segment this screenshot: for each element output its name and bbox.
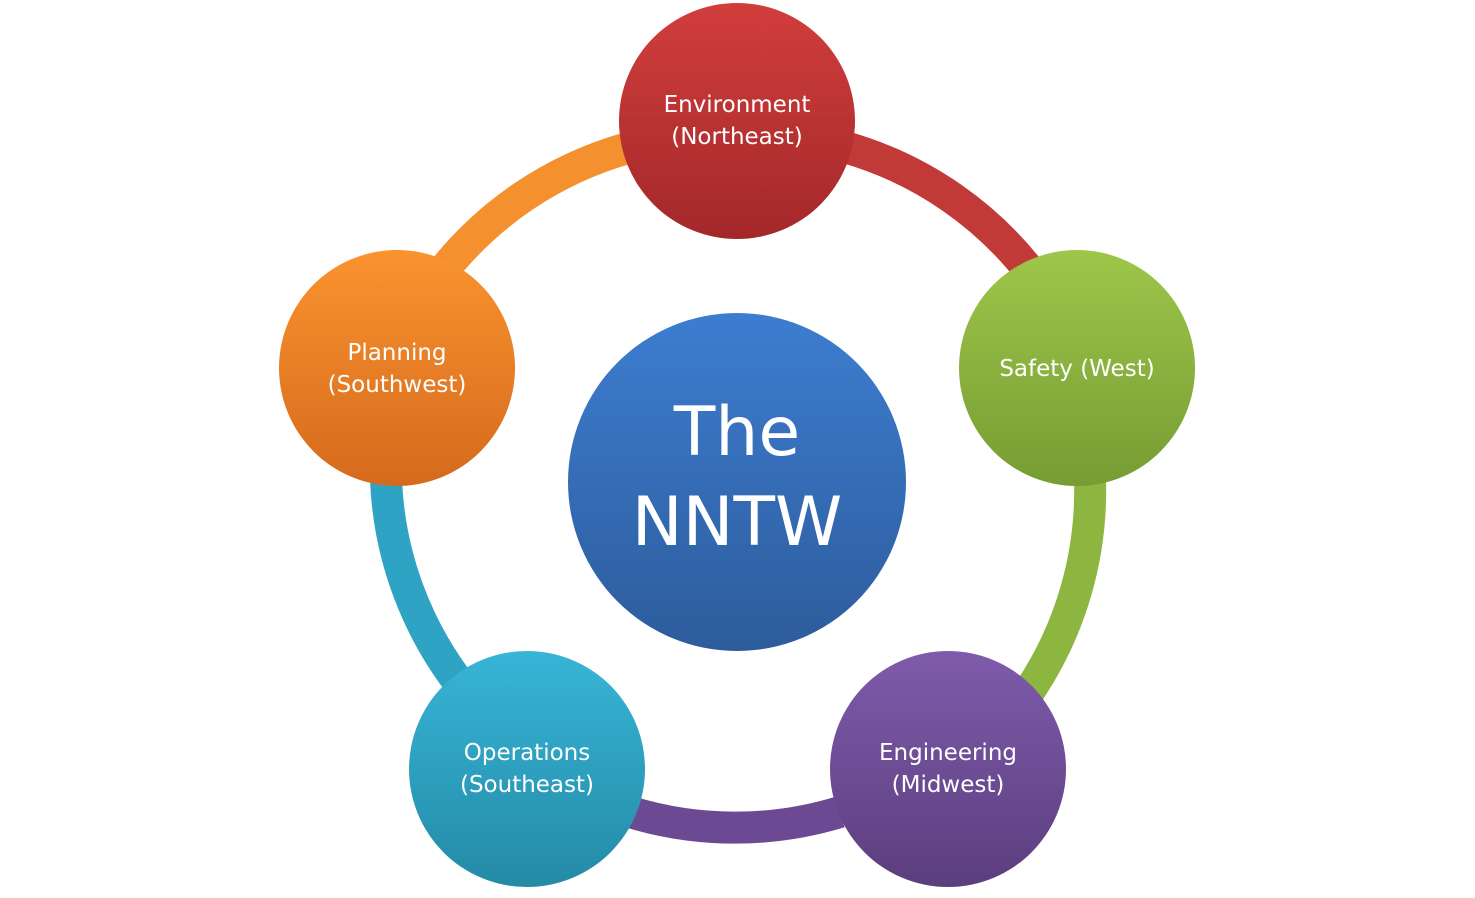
node-safety-circle xyxy=(959,250,1195,486)
center-circle xyxy=(568,313,906,651)
node-safety-label-line1: Safety (West) xyxy=(999,356,1154,382)
arc-engineering-operations xyxy=(625,796,845,844)
node-engineering-label-line1: Engineering xyxy=(879,740,1017,766)
node-planning-circle xyxy=(279,250,515,486)
node-planning-label-line2: (Southwest) xyxy=(328,372,467,398)
ring xyxy=(370,132,1107,844)
arc-operations-planning xyxy=(370,479,476,698)
arc-environment-safety xyxy=(843,132,1048,288)
center-node: The NNTW xyxy=(568,313,906,651)
center-title-line1: The xyxy=(673,393,800,472)
node-engineering-circle xyxy=(830,651,1066,887)
arc-planning-environment xyxy=(427,132,633,285)
node-environment-circle xyxy=(619,3,855,239)
node-environment: Environment (Northeast) xyxy=(619,3,855,239)
node-operations-label-line1: Operations xyxy=(464,740,590,766)
node-operations-label-line2: (Southeast) xyxy=(460,772,594,798)
node-operations: Operations (Southeast) xyxy=(409,651,645,887)
node-environment-label-line2: (Northeast) xyxy=(671,124,803,150)
node-environment-label-line1: Environment xyxy=(664,92,811,118)
node-planning-label-line1: Planning xyxy=(347,340,446,366)
node-engineering-label-line2: (Midwest) xyxy=(892,772,1005,798)
arc-safety-engineering xyxy=(1016,479,1107,699)
node-planning: Planning (Southwest) xyxy=(279,250,515,486)
center-title-line2: NNTW xyxy=(632,483,843,562)
node-safety: Safety (West) xyxy=(959,250,1195,486)
node-engineering: Engineering (Midwest) xyxy=(830,651,1066,887)
node-operations-circle xyxy=(409,651,645,887)
